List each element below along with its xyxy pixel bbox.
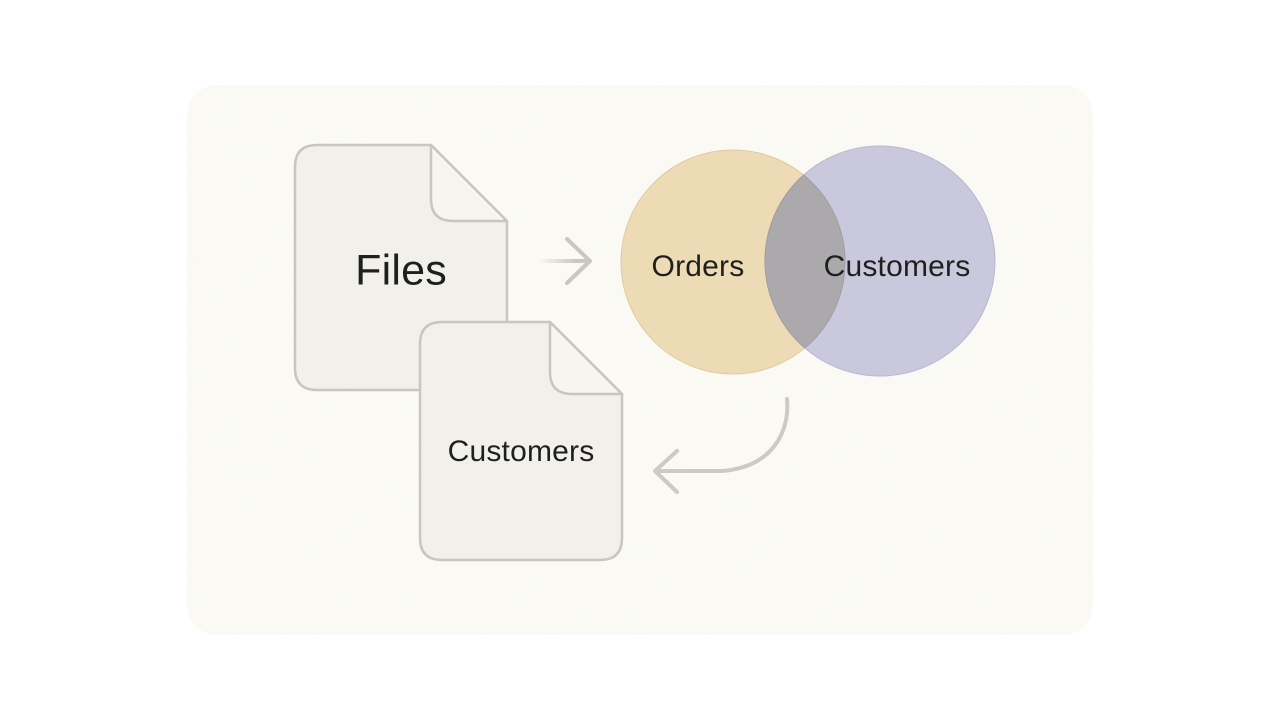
files-document-fold bbox=[429, 143, 509, 223]
customers-document-fold bbox=[548, 320, 624, 396]
customers-document-label: Customers bbox=[447, 435, 595, 468]
orders-circle-label: Orders bbox=[651, 250, 745, 283]
venn-overlap bbox=[764, 174, 846, 349]
curved-arrow-left-icon bbox=[653, 397, 790, 494]
customers-document-icon bbox=[418, 320, 624, 562]
curved-arrow-head bbox=[653, 449, 679, 494]
arrow-right-icon bbox=[536, 237, 592, 285]
venn-diagram bbox=[620, 145, 996, 377]
customers-circle-label: Customers bbox=[823, 250, 971, 283]
curved-arrow-shaft bbox=[657, 397, 790, 473]
files-document-label: Files bbox=[355, 246, 447, 295]
arrow-right-head bbox=[565, 237, 592, 285]
